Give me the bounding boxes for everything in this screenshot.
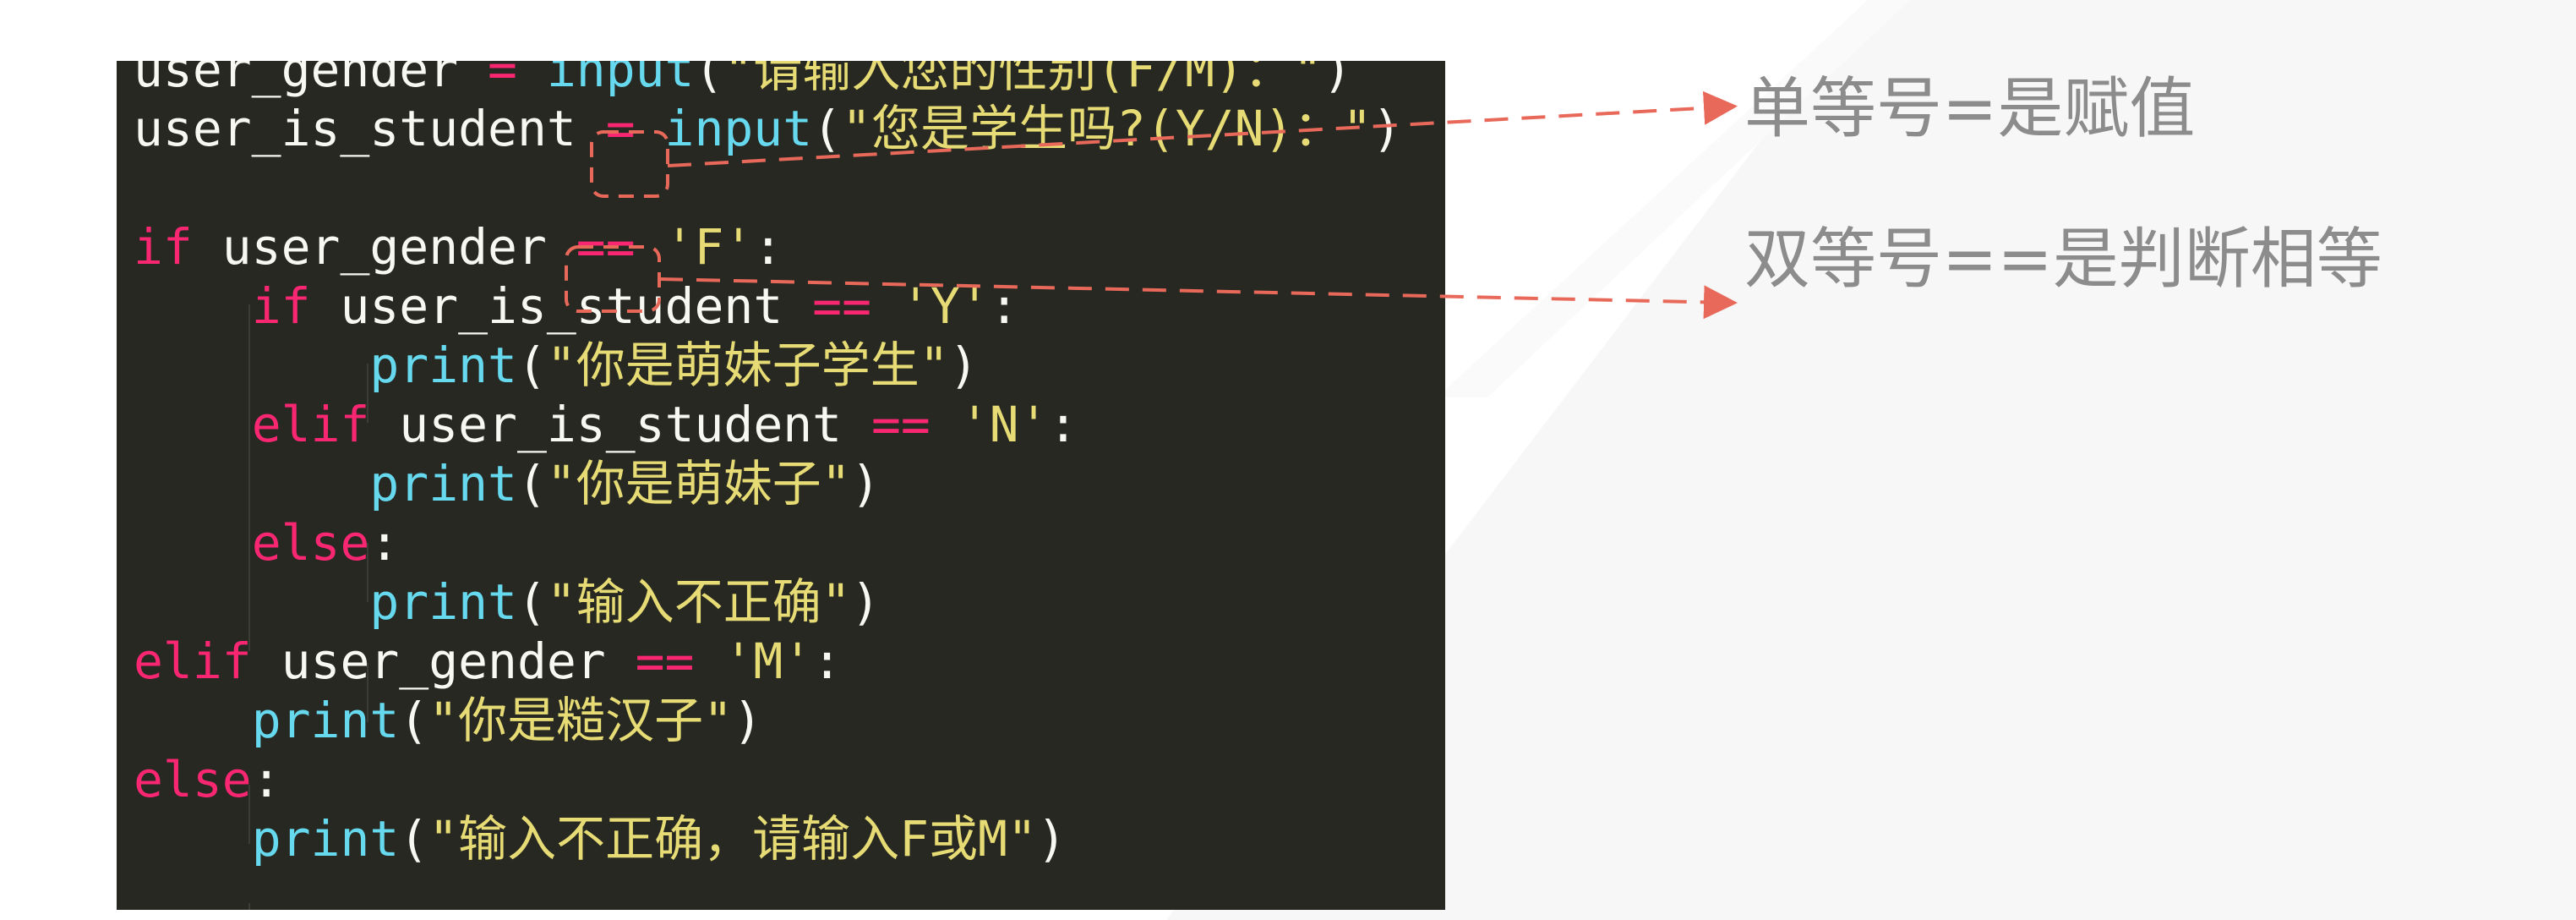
code-token: : bbox=[251, 751, 281, 808]
code-token: print bbox=[369, 455, 517, 512]
code-token bbox=[134, 455, 369, 512]
indent-guide bbox=[367, 364, 368, 423]
code-token: user_gender bbox=[134, 61, 488, 98]
code-token: ) bbox=[1322, 61, 1352, 98]
code-line: print("你是萌妹子") bbox=[134, 454, 881, 513]
code-token: print bbox=[369, 337, 517, 394]
code-token: 'F' bbox=[664, 218, 754, 276]
code-token: 'N' bbox=[959, 396, 1049, 453]
code-token: : bbox=[369, 514, 400, 572]
code-line: user_is_student = input("您是学生吗?(Y/N)：") bbox=[134, 99, 1401, 158]
code-token: user_gender bbox=[251, 632, 636, 690]
code-line: print("输入不正确") bbox=[134, 572, 881, 632]
code-token bbox=[636, 100, 665, 157]
code-token: ( bbox=[812, 100, 843, 157]
code-token: else bbox=[134, 751, 252, 808]
code-token: ( bbox=[516, 455, 547, 512]
code-token bbox=[871, 277, 901, 335]
code-line: user_gender = input("请输入您的性别(F/M)：") bbox=[134, 61, 1352, 99]
code-token: == bbox=[871, 396, 931, 453]
indent-guide bbox=[367, 543, 368, 602]
code-line: else: bbox=[134, 750, 281, 809]
indent-guide bbox=[248, 304, 250, 651]
code-token: "输入不正确，请输入F或M" bbox=[428, 810, 1037, 868]
code-token bbox=[517, 61, 547, 98]
code-token: : bbox=[812, 632, 843, 690]
code-token bbox=[694, 632, 723, 690]
code-token: "请输入您的性别(F/M)：" bbox=[723, 61, 1323, 98]
indent-guide bbox=[248, 903, 250, 910]
code-token: input bbox=[664, 100, 813, 157]
code-token: ) bbox=[1372, 100, 1402, 157]
code-token: user_is_student bbox=[310, 277, 813, 335]
code-token: = bbox=[488, 61, 517, 98]
code-token: ( bbox=[399, 692, 429, 749]
code-token bbox=[134, 514, 252, 572]
code-token: "你是萌妹子学生" bbox=[546, 337, 949, 394]
code-token: : bbox=[1048, 396, 1078, 453]
code-token: ) bbox=[733, 692, 762, 749]
code-token: ( bbox=[399, 810, 429, 868]
code-token bbox=[134, 337, 369, 394]
code-token: == bbox=[635, 632, 695, 690]
code-line: print("你是糙汉子") bbox=[134, 691, 762, 750]
code-token: print bbox=[369, 573, 517, 631]
code-token: "你是萌妹子" bbox=[546, 455, 851, 512]
code-token: ) bbox=[850, 573, 881, 631]
code-token: == bbox=[576, 218, 636, 276]
code-token: == bbox=[812, 277, 871, 335]
code-token: : bbox=[753, 218, 783, 276]
code-token: print bbox=[251, 810, 400, 868]
code-token: ) bbox=[850, 455, 881, 512]
code-token bbox=[134, 396, 252, 453]
indent-guide bbox=[367, 663, 368, 722]
code-token: if bbox=[134, 218, 193, 276]
code-line: print("你是萌妹子学生") bbox=[134, 336, 979, 395]
assign-annotation: 单等号=是赋值 bbox=[1744, 71, 2196, 147]
code-token: user_gender bbox=[192, 218, 576, 276]
code-token: user_is_student bbox=[134, 100, 606, 157]
code-token bbox=[134, 277, 252, 335]
code-token: 'Y' bbox=[900, 277, 990, 335]
code-token: 'M' bbox=[723, 632, 813, 690]
code-line: elif user_is_student == 'N': bbox=[134, 395, 1078, 454]
code-token: else bbox=[251, 514, 370, 572]
code-token: : bbox=[989, 277, 1019, 335]
code-line: elif user_gender == 'M': bbox=[134, 632, 842, 691]
code-token bbox=[134, 810, 252, 868]
indent-guide bbox=[248, 785, 250, 844]
code-token: "你是糙汉子" bbox=[428, 692, 734, 749]
code-token: = bbox=[605, 100, 636, 157]
code-token: if bbox=[251, 277, 311, 335]
code-token bbox=[134, 573, 369, 631]
code-token: print bbox=[251, 692, 400, 749]
code-line: if user_gender == 'F': bbox=[134, 217, 783, 277]
code-token: ( bbox=[694, 61, 724, 98]
code-token: "您是学生吗?(Y/N)：" bbox=[842, 100, 1373, 157]
code-token bbox=[931, 396, 960, 453]
code-token: elif bbox=[251, 396, 370, 453]
code-token: ) bbox=[948, 337, 979, 394]
code-line: print("输入不正确，请输入F或M") bbox=[134, 809, 1067, 868]
code-token bbox=[636, 218, 665, 276]
equal-annotation: 双等号==是判断相等 bbox=[1744, 222, 2382, 298]
code-token: ( bbox=[516, 573, 547, 631]
code-token: elif bbox=[134, 632, 252, 690]
code-token: user_is_student bbox=[369, 396, 871, 453]
code-token: "输入不正确" bbox=[546, 573, 851, 631]
code-token bbox=[134, 692, 252, 749]
code-line: else: bbox=[134, 513, 400, 572]
code-token: input bbox=[546, 61, 695, 98]
code-line: if user_is_student == 'Y': bbox=[134, 277, 1019, 336]
code-token: ) bbox=[1036, 810, 1067, 868]
code-token: ( bbox=[516, 337, 547, 394]
code-editor: user_gender = input("请输入您的性别(F/M)：")user… bbox=[117, 61, 1445, 910]
